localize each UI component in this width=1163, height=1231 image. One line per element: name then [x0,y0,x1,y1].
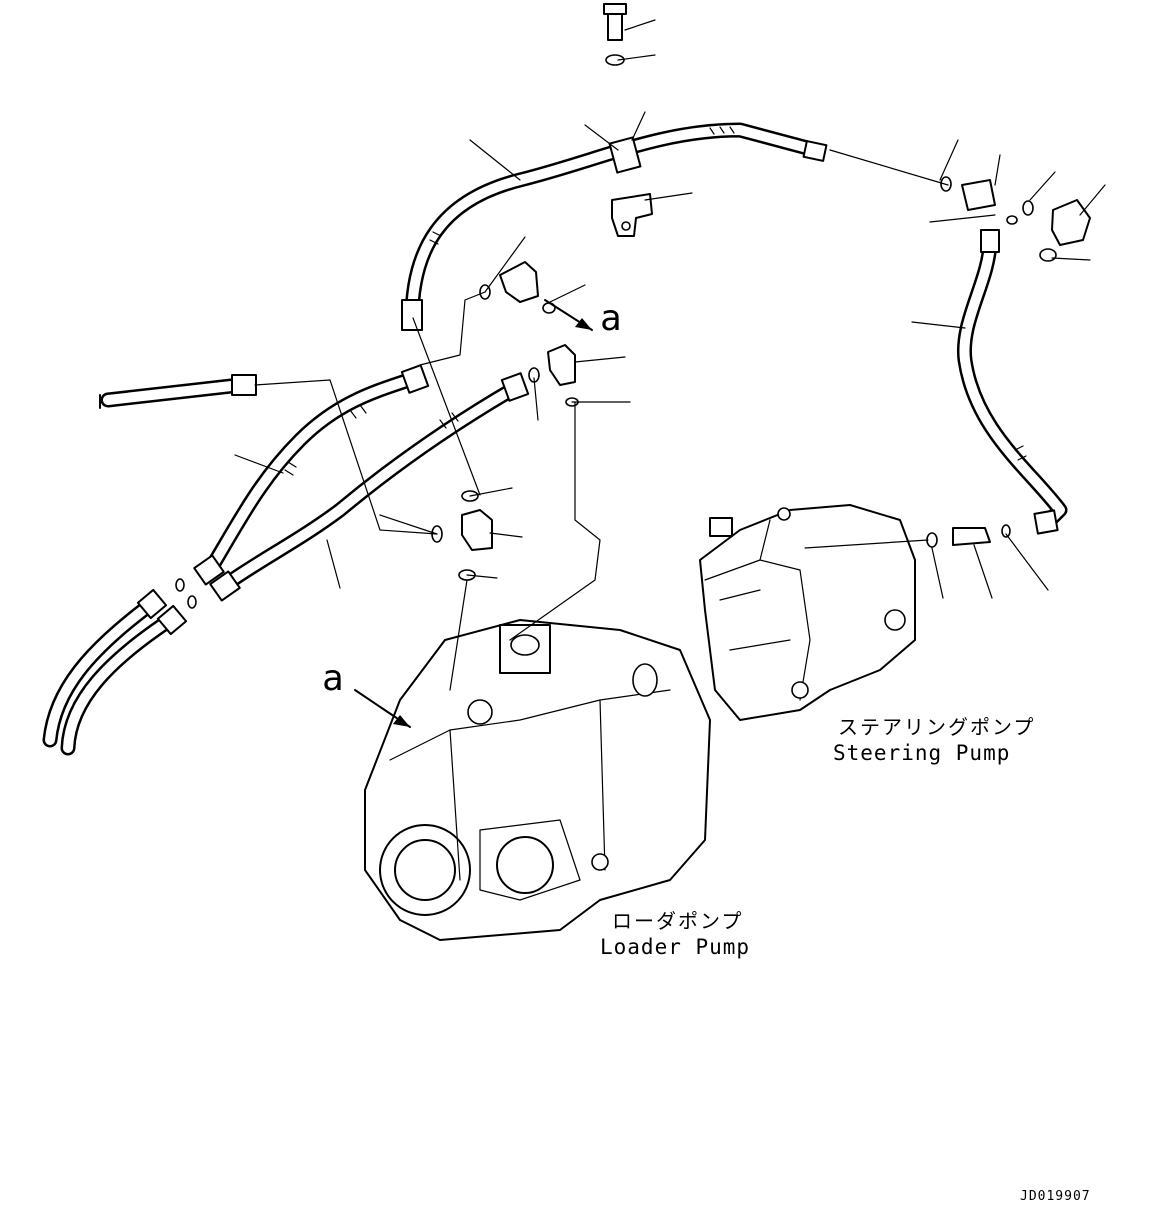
steering-pump [699,504,916,721]
loader-pump [364,619,711,941]
steering-pump-jp-label: ステアリングポンプ [838,715,1035,739]
ref-arrows [354,299,593,728]
loader-pump-jp-label: ローダポンプ [612,909,743,933]
leader-lines [234,19,1106,691]
drawing-code: JD019907 [1020,1189,1091,1204]
left-top-hose-stub [99,374,257,409]
right-hose-assembly [926,176,1091,548]
left-hoses [193,364,530,602]
clamp-assembly [603,3,653,237]
left-bottom-hose-stubs [42,578,197,756]
steering-pump-en-label: Steering Pump [833,741,1010,765]
ref-label-a-top: a [600,298,622,339]
ref-label-a-left: a [322,658,344,699]
loader-pump-en-label: Loader Pump [600,935,750,959]
